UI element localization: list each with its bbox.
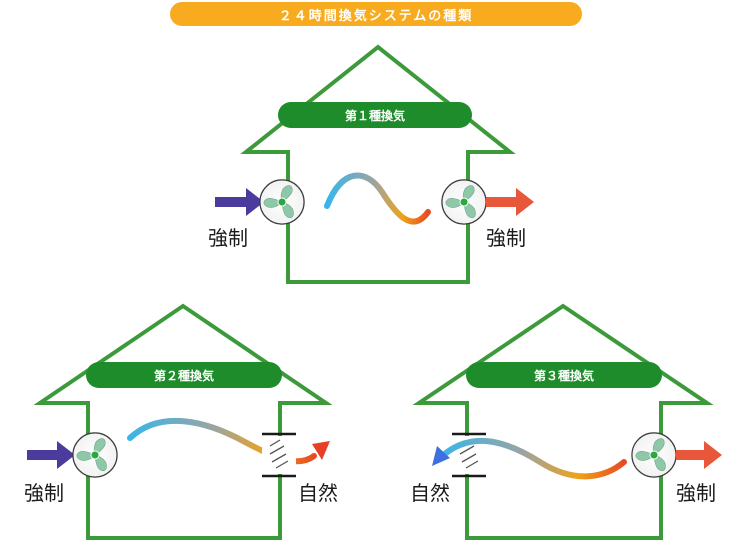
house-outline (33, 303, 333, 540)
intake-mode-label: 強制 (208, 226, 248, 250)
fan-icon (631, 432, 677, 478)
type-label-band (466, 362, 662, 388)
exhaust-mode-label: 強制 (676, 481, 716, 505)
type-label: 第３種換気 (534, 368, 594, 383)
airflow-curve (437, 437, 627, 480)
vent-slot-icon (262, 432, 296, 478)
type-label-band (278, 102, 472, 128)
intake-mode-label: 強制 (24, 481, 64, 505)
arrow-icon (432, 446, 450, 466)
fan-icon (259, 179, 305, 225)
arrow-icon (215, 188, 264, 216)
diagram-title: ２４時間換気システムの種類 (170, 2, 582, 26)
exhaust-mode-label: 強制 (486, 226, 526, 250)
type-label-band (86, 362, 282, 388)
arrow-icon (312, 441, 330, 460)
intake-mode-label: 自然 (410, 481, 450, 505)
type-label: 第２種換気 (154, 368, 214, 383)
house-outline (240, 44, 516, 284)
exhaust-mode-label: 自然 (298, 481, 338, 505)
fan-icon (441, 179, 487, 225)
airflow-curve (324, 172, 431, 225)
house-type-3: 第３種換気 自然 強制 (410, 303, 722, 540)
arrow-icon (27, 441, 75, 469)
arrow-icon (486, 188, 534, 216)
house-outline (412, 303, 714, 540)
house-type-1: 第１種換気 強制 強制 (208, 44, 534, 284)
fan-icon (72, 432, 118, 478)
arrow-icon (676, 441, 722, 469)
type-label: 第１種換気 (345, 108, 405, 123)
house-type-2: 第２種換気 強制 自然 (24, 303, 338, 540)
